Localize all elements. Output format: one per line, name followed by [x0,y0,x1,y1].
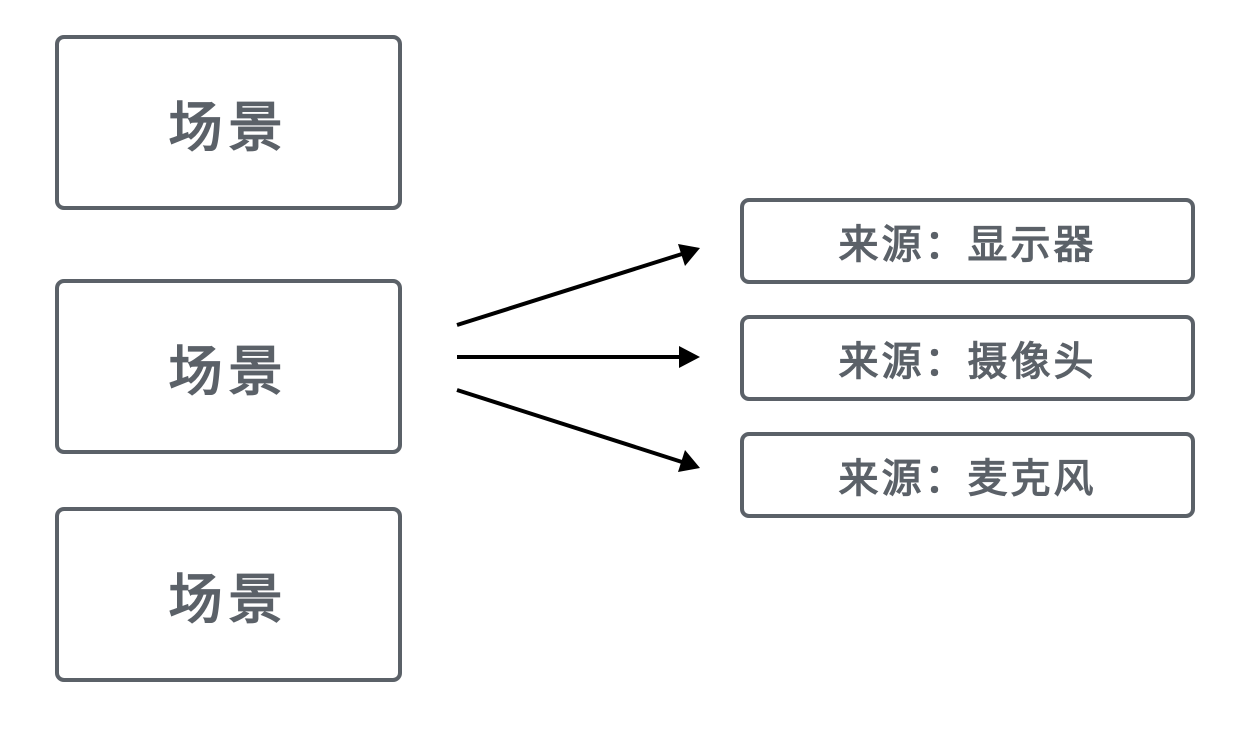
arrow-to-source-1 [456,244,700,327]
scene-box-3: 场景 [55,507,402,682]
scene-label-1: 场景 [168,95,289,159]
source-label-camera: 来源：摄像头 [838,338,1097,385]
source-box-camera: 来源：摄像头 [740,315,1195,401]
scene-label-3: 场景 [168,567,289,631]
scene-box-1: 场景 [55,35,402,210]
source-box-display: 来源：显示器 [740,198,1195,284]
arrow-to-source-2 [457,346,700,368]
arrow-to-source-3 [456,388,700,472]
scene-label-2: 场景 [168,339,289,403]
source-label-display: 来源：显示器 [838,221,1097,268]
source-box-microphone: 来源：麦克风 [740,432,1195,518]
source-label-microphone: 来源：麦克风 [838,455,1097,502]
scene-box-2: 场景 [55,279,402,454]
